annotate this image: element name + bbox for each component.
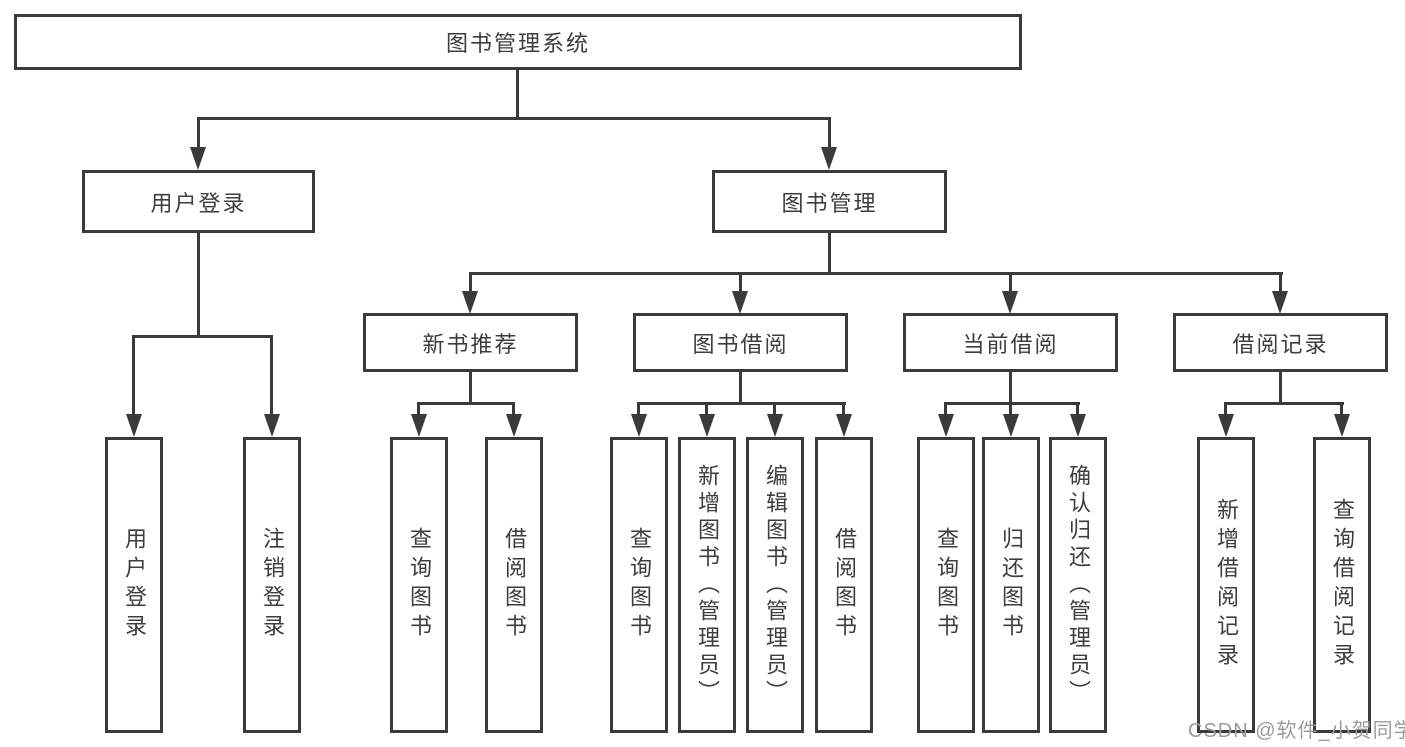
connector-book-borrow-split	[637, 402, 846, 405]
connector-to-br-add	[1224, 402, 1227, 416]
node-borrow-records: 借阅记录	[1173, 313, 1388, 372]
node-bb-query: 查询图书	[610, 437, 668, 733]
arrowhead-icon	[1002, 291, 1018, 314]
node-book-mgmt-label: 图书管理	[781, 190, 878, 216]
node-cb-confirm: 确认归还（管理员）	[1049, 437, 1107, 733]
connector-to-cb-query	[944, 402, 947, 416]
node-book-borrow: 图书借阅	[633, 313, 848, 372]
connector-root-stem	[516, 70, 519, 118]
node-bb-borrow: 借阅图书	[815, 437, 873, 733]
connector-to-bb-edit	[773, 402, 776, 416]
node-br-add: 新增借阅记录	[1197, 437, 1255, 733]
connector-to-nb-borrow	[512, 402, 515, 416]
node-logout: 注销登录	[243, 437, 301, 733]
arrowhead-icon	[506, 414, 522, 437]
node-cb-return-label: 归还图书	[999, 527, 1024, 643]
node-new-book-rec: 新书推荐	[363, 313, 578, 372]
arrowhead-icon	[699, 414, 715, 437]
node-cb-confirm-label: 确认归还（管理员）	[1066, 463, 1091, 707]
connector-to-bb-borrow	[842, 402, 845, 416]
connector-to-bb-add	[705, 402, 708, 416]
arrowhead-icon	[732, 291, 748, 314]
node-cb-return: 归还图书	[982, 437, 1040, 733]
arrowhead-icon	[1272, 291, 1288, 314]
node-bb-edit-label: 编辑图书（管理员）	[763, 463, 788, 707]
arrowhead-icon	[1003, 414, 1019, 437]
node-new-book-rec-label: 新书推荐	[422, 331, 519, 357]
arrowhead-icon	[264, 414, 280, 437]
arrowhead-icon	[938, 414, 954, 437]
node-current-borrow: 当前借阅	[903, 313, 1118, 372]
node-bb-add: 新增图书（管理员）	[678, 437, 736, 733]
node-login-label: 用户登录	[122, 527, 147, 643]
connector-user-login-split	[132, 335, 273, 338]
connector-to-logout	[270, 335, 273, 416]
connector-to-current-borrow	[1009, 272, 1012, 293]
connector-current-borrow-stem	[1009, 372, 1012, 404]
arrowhead-icon	[462, 291, 478, 314]
arrowhead-icon	[1218, 414, 1234, 437]
connector-to-cb-confirm	[1076, 402, 1079, 416]
arrowhead-icon	[631, 414, 647, 437]
connector-to-nb-query	[417, 402, 420, 416]
connector-to-user-login	[197, 117, 200, 149]
arrowhead-icon	[126, 414, 142, 437]
node-bb-borrow-label: 借阅图书	[832, 527, 857, 643]
node-user-login-label: 用户登录	[150, 190, 247, 216]
node-borrow-records-label: 借阅记录	[1232, 331, 1329, 357]
node-bb-query-label: 查询图书	[627, 527, 652, 643]
connector-new-book-rec-split	[417, 402, 515, 405]
node-book-mgmt: 图书管理	[712, 170, 947, 233]
arrowhead-icon	[190, 147, 206, 170]
arrowhead-icon	[1334, 414, 1350, 437]
connector-current-borrow-split	[944, 402, 1080, 405]
connector-to-login	[132, 335, 135, 416]
connector-to-borrow-records	[1279, 272, 1282, 293]
connector-to-book-borrow	[739, 272, 742, 293]
connector-book-mgmt-stem	[828, 233, 831, 275]
node-cb-query: 查询图书	[917, 437, 975, 733]
node-root-label: 图书管理系统	[445, 31, 590, 56]
connector-borrow-records-stem	[1279, 372, 1282, 404]
connector-book-mgmt-split	[469, 272, 1283, 275]
node-user-login: 用户登录	[82, 170, 315, 233]
arrowhead-icon	[411, 414, 427, 437]
node-logout-label: 注销登录	[260, 527, 285, 643]
node-br-query-label: 查询借阅记录	[1330, 498, 1355, 672]
connector-borrow-records-split	[1224, 402, 1344, 405]
node-nb-query: 查询图书	[390, 437, 448, 733]
connector-root-split	[197, 117, 831, 120]
node-bb-edit: 编辑图书（管理员）	[746, 437, 804, 733]
node-root: 图书管理系统	[14, 14, 1022, 70]
connector-to-cb-return	[1009, 402, 1012, 416]
connector-to-book-mgmt	[828, 117, 831, 149]
node-book-borrow-label: 图书借阅	[692, 331, 789, 357]
csdn-watermark: CSDN @软件_小贺同学	[1188, 720, 1405, 742]
connector-new-book-rec-stem	[469, 372, 472, 404]
node-br-add-label: 新增借阅记录	[1214, 498, 1239, 672]
node-login: 用户登录	[105, 437, 163, 733]
node-br-query: 查询借阅记录	[1313, 437, 1371, 733]
arrowhead-icon	[767, 414, 783, 437]
connector-to-new-book-rec	[469, 272, 472, 293]
connector-user-login-stem	[197, 233, 200, 335]
connector-to-br-query	[1340, 402, 1343, 416]
node-nb-borrow: 借阅图书	[485, 437, 543, 733]
connector-book-borrow-stem	[739, 372, 742, 404]
node-nb-borrow-label: 借阅图书	[502, 527, 527, 643]
node-current-borrow-label: 当前借阅	[962, 331, 1059, 357]
node-bb-add-label: 新增图书（管理员）	[695, 463, 720, 707]
node-nb-query-label: 查询图书	[407, 527, 432, 643]
arrowhead-icon	[836, 414, 852, 437]
connector-to-bb-query	[637, 402, 640, 416]
arrowhead-icon	[1070, 414, 1086, 437]
arrowhead-icon	[821, 147, 837, 170]
node-cb-query-label: 查询图书	[934, 527, 959, 643]
